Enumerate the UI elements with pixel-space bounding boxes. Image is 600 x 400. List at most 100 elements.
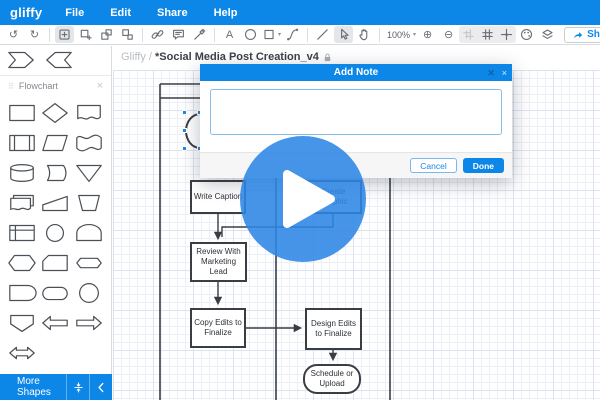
node-write-caption[interactable]: Write Caption [190,180,246,214]
palette-extra-shapes [0,46,111,76]
dialog-header[interactable]: Add Note × × [200,64,512,81]
grid-partial-icon[interactable] [459,26,479,43]
node-schedule-or-upload[interactable]: Schedule or Upload [303,364,361,394]
menu-share[interactable]: Share [157,6,188,19]
zoom-level[interactable]: 100%▾ [387,29,417,40]
cancel-button[interactable]: Cancel [410,158,457,173]
toolbar-separator [142,27,143,42]
shape-internal-storage[interactable] [5,218,39,248]
shape-elongated-hexagon[interactable] [72,248,106,278]
shape-terminator[interactable] [39,278,73,308]
theme-icon[interactable] [517,26,536,43]
shape-merge[interactable] [72,158,106,188]
shape-trapezoid[interactable] [72,188,106,218]
share-arrow-icon [573,31,583,38]
connector-icon[interactable] [283,26,302,43]
shape-multi-document[interactable] [5,188,39,218]
shape-arrow-double[interactable] [5,338,39,368]
ellipse-icon[interactable] [241,26,260,43]
toolbar-separator [49,27,50,42]
shape-card[interactable] [39,248,73,278]
shape-connector-circle[interactable] [39,218,73,248]
zoom-in-icon[interactable]: ⊕ [422,29,433,41]
dialog-close-icon[interactable]: × [487,65,495,80]
share-button[interactable]: Share [564,26,600,43]
drag-grip-icon[interactable]: ⠿ [8,81,14,91]
grid-icon[interactable] [478,26,498,43]
send-backward-icon[interactable] [118,26,137,43]
bring-forward-icon[interactable] [97,26,116,43]
menu-help[interactable]: Help [213,6,238,19]
shape-circle[interactable] [72,278,106,308]
shape-display[interactable] [39,158,73,188]
shape-off-page-connector[interactable] [5,308,39,338]
shape-parallelogram[interactable] [39,128,73,158]
toolbar: ↺ ↻ A ▾ 100%▾ ⊕ ⊖ Share [0,25,600,45]
section-title: Flowchart [18,81,58,91]
node-copy-edits-to-finalize[interactable]: Copy Edits to Finalize [190,308,246,348]
rect-icon[interactable]: ▾ [262,26,281,43]
shape-arrow-right[interactable] [72,308,106,338]
done-button[interactable]: Done [462,158,504,173]
breadcrumb-root-link[interactable]: Gliffy / [121,51,152,63]
shape-hexagon[interactable] [5,248,39,278]
dialog-title: Add Note [333,67,379,78]
layers-icon[interactable] [538,26,557,43]
pointer-icon[interactable] [334,26,354,43]
more-shapes-button[interactable]: More Shapes [17,376,51,398]
line-icon[interactable] [313,26,332,43]
gliffy-logo[interactable]: gliffy [0,5,52,20]
text-icon[interactable]: A [225,28,234,41]
paste-icon[interactable] [55,26,74,43]
snap-icon[interactable] [497,26,517,43]
shape-rounded-top[interactable] [72,218,106,248]
document-title[interactable]: *Social Media Post Creation_v4 [154,51,319,63]
zoom-out-icon[interactable]: ⊖ [443,29,454,41]
comment-icon[interactable] [169,26,188,43]
overlay-close-icon[interactable]: × [501,68,507,78]
video-play-button[interactable] [240,136,366,262]
note-textarea[interactable] [210,89,502,135]
shape-delay[interactable] [5,278,39,308]
selection-handle[interactable] [182,110,187,115]
toolbar-separator [214,27,215,42]
shape-chevron-arrow-left[interactable] [44,49,78,71]
share-label: Share [587,29,600,40]
redo-icon[interactable]: ↻ [29,29,40,41]
shape-palette-sidebar: ⠿ Flowchart × More Shapes [0,46,112,400]
palette-split-icon[interactable] [66,374,89,400]
selection-handle[interactable] [182,128,187,133]
shape-paper-tape[interactable] [72,128,106,158]
shape-grid [0,96,111,370]
shape-rectangle[interactable] [5,98,39,128]
shape-arrow-left[interactable] [39,308,73,338]
duplicate-icon[interactable] [76,26,95,43]
breadcrumb: Gliffy / *Social Media Post Creation_v4 [121,51,333,63]
shape-predefined-process[interactable] [5,128,39,158]
selection-handle[interactable] [182,146,187,151]
eyedropper-icon[interactable] [190,26,209,43]
toolbar-separator [307,27,309,42]
collapse-sidebar-icon[interactable] [89,374,112,400]
node-review-with-marketing-lead[interactable]: Review With Marketing Lead [190,242,247,282]
top-menu-bar: gliffy File Edit Share Help [0,0,600,25]
shape-diamond[interactable] [39,98,73,128]
dialog-body [200,81,512,143]
undo-icon[interactable]: ↺ [8,29,19,41]
shape-manual-operation[interactable] [39,188,73,218]
more-shapes-bar: More Shapes [0,374,112,400]
lock-icon [324,53,331,61]
shape-chevron-arrow-right[interactable] [6,49,40,71]
gliffy-logo-text: gliffy [10,5,43,20]
node-design-edits-to-finalize[interactable]: Design Edits to Finalize [305,308,362,350]
shape-database[interactable] [5,158,39,188]
tool-group: ↺ ↻ A ▾ 100%▾ ⊕ ⊖ [3,26,558,43]
toolbar-separator [379,27,381,42]
menu-file[interactable]: File [65,6,85,19]
section-close-icon[interactable]: × [96,80,103,92]
shape-document[interactable] [72,98,106,128]
pan-icon[interactable] [355,26,374,43]
add-note-dialog: Add Note × × Cancel Done [200,64,512,178]
menu-edit[interactable]: Edit [110,6,131,19]
link-icon[interactable] [148,26,167,43]
